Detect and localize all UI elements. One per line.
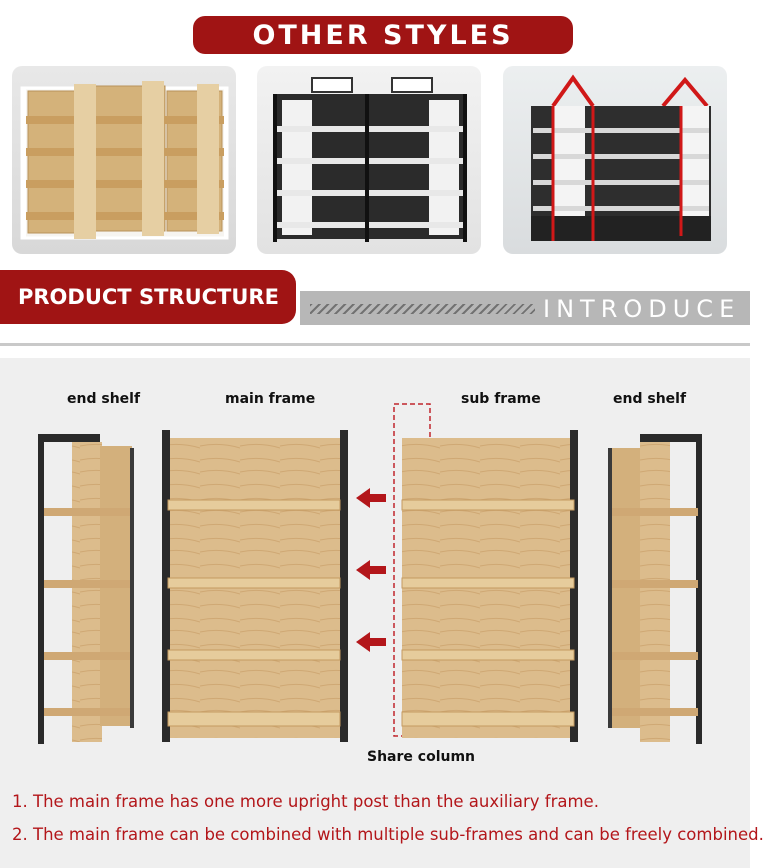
section-header-hatch (310, 304, 535, 314)
structure-diagram: end shelf main frame sub frame end shelf… (0, 358, 764, 868)
main-frame-label: main frame (225, 391, 316, 407)
end-shelf-right-label: end shelf (613, 391, 687, 407)
sub-frame-label: sub frame (461, 391, 541, 407)
introduce-label: INTRODUCE (543, 295, 741, 323)
section-header-strip: INTRODUCE (0, 274, 750, 334)
black-metal-shelf-thumbnail[interactable] (257, 66, 481, 254)
main-frame-drawing (162, 430, 348, 742)
end-shelf-right-drawing (608, 434, 702, 744)
sub-frame-drawing (401, 430, 578, 742)
arrow-icons (356, 488, 386, 652)
end-shelf-left-label: end shelf (67, 391, 141, 407)
light-wood-shelf-thumbnail[interactable] (12, 66, 236, 254)
product-structure-title: PRODUCT STRUCTURE (0, 270, 296, 324)
red-roof-shelf-thumbnail[interactable] (503, 66, 727, 254)
note-1: 1. The main frame has one more upright p… (12, 792, 599, 811)
section-divider (0, 343, 750, 346)
note-2: 2. The main frame can be combined with m… (12, 825, 764, 844)
end-shelf-left-drawing (38, 434, 134, 744)
share-column-label: Share column (367, 749, 476, 765)
other-styles-banner: OTHER STYLES (193, 16, 573, 54)
